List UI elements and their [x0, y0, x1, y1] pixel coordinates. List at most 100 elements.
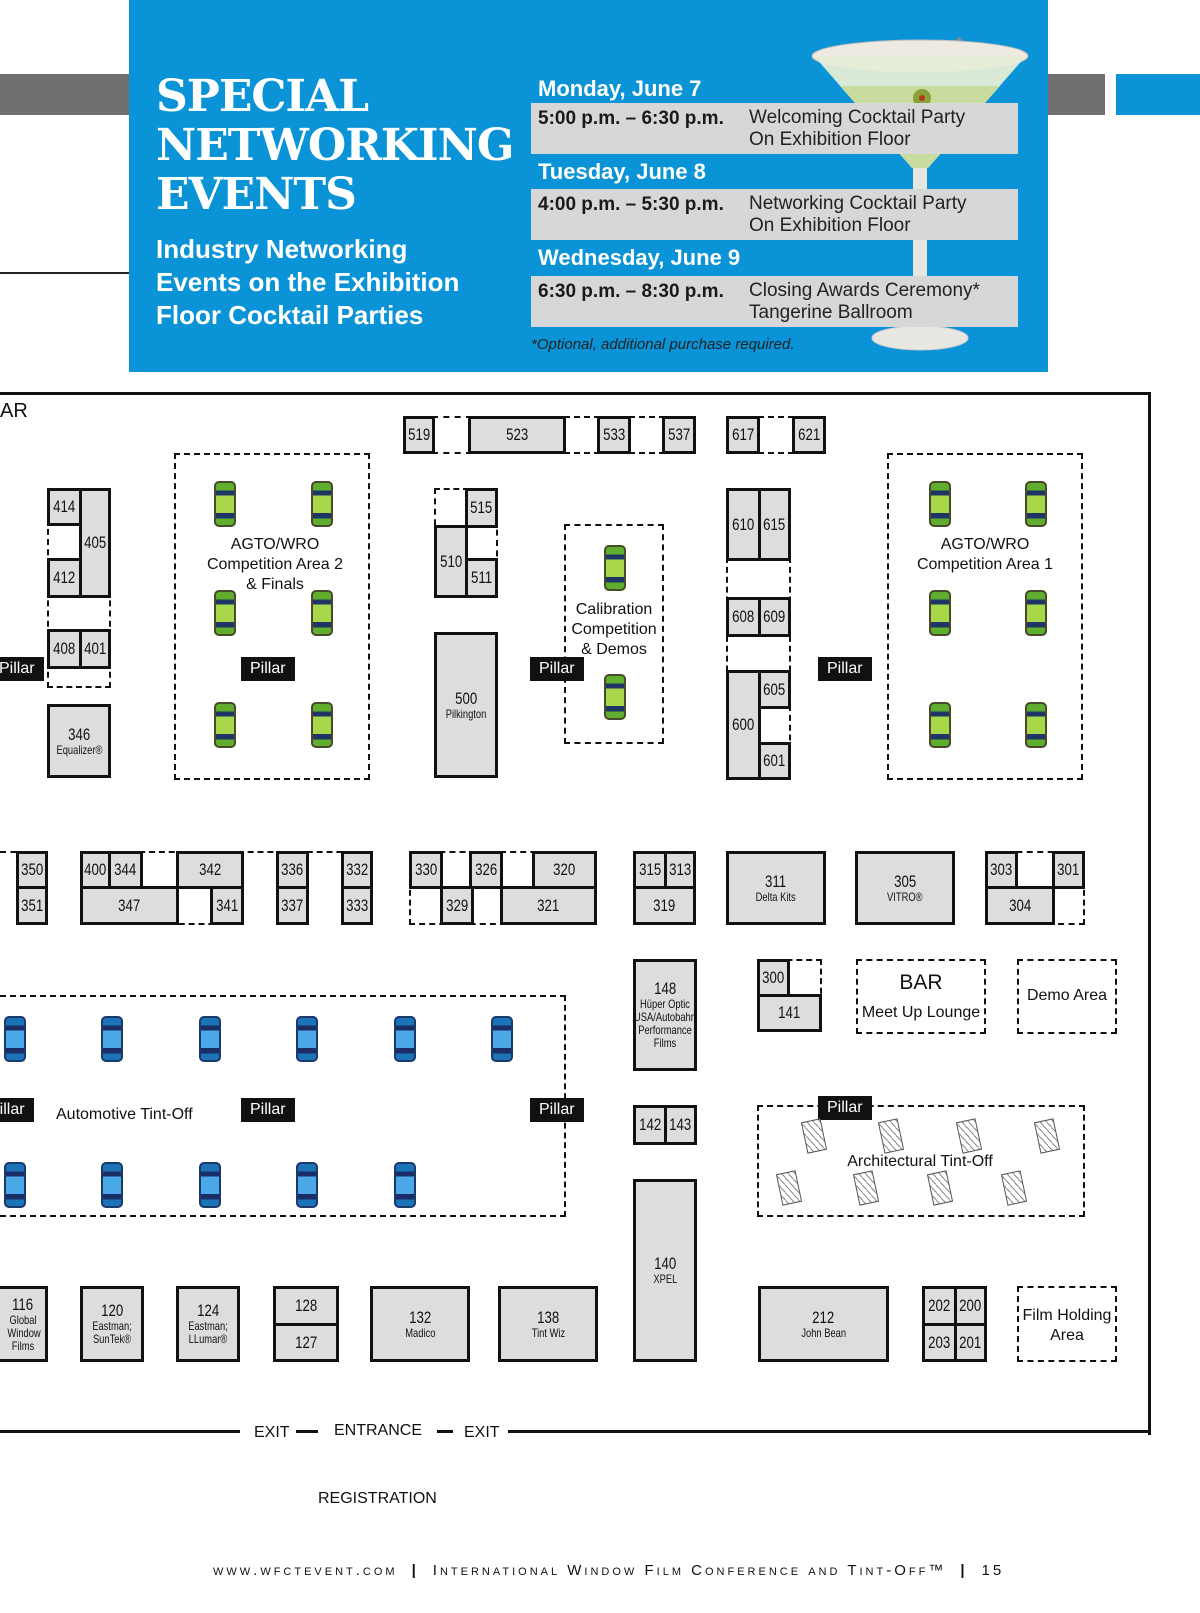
booth-300[interactable]: 300: [757, 959, 790, 997]
booth-511[interactable]: 511: [465, 558, 498, 598]
booth-203[interactable]: 203: [922, 1323, 957, 1362]
booth-329[interactable]: 329: [440, 886, 474, 925]
booth-320[interactable]: 320: [532, 851, 597, 889]
booth-number: 510: [439, 551, 463, 571]
entrance-label[interactable]: ENTRANCE: [334, 1422, 423, 1439]
agto-competition-area-1[interactable]: [887, 453, 1083, 780]
registration-label: REGISTRATION: [318, 1490, 437, 1507]
booth-515[interactable]: 515: [465, 488, 498, 528]
booth-609[interactable]: 609: [758, 597, 791, 637]
booth-600[interactable]: 600: [726, 670, 761, 780]
booth-304[interactable]: 304: [985, 886, 1055, 925]
car-icon: [4, 1016, 26, 1062]
booth-319[interactable]: 319: [633, 886, 696, 925]
booth-519[interactable]: 519: [403, 416, 435, 454]
booth-315[interactable]: 315: [633, 851, 667, 889]
demo-area[interactable]: [1017, 959, 1117, 1034]
booth-330[interactable]: 330: [409, 851, 443, 889]
open-space: [758, 416, 794, 454]
booth-128[interactable]: 128: [273, 1286, 339, 1326]
car-icon: [311, 481, 333, 527]
booth-351[interactable]: 351: [16, 886, 48, 925]
booth-333[interactable]: 333: [341, 886, 373, 925]
booth-412[interactable]: 412: [47, 558, 82, 598]
booth-301[interactable]: 301: [1052, 851, 1085, 889]
booth-number: 303: [990, 860, 1013, 879]
title-line: EVENTS: [156, 169, 357, 220]
booth-number: 341: [215, 895, 239, 915]
architectural-tint-off-area[interactable]: [757, 1105, 1085, 1217]
exhibitor-name: Hüper Optic USA/Autobahn Performance Fil…: [634, 997, 696, 1050]
booth-615[interactable]: 615: [758, 488, 791, 561]
calibration-area[interactable]: [564, 524, 664, 744]
booth-303[interactable]: 303: [985, 851, 1018, 889]
booth-601[interactable]: 601: [758, 742, 791, 780]
film-holding-area[interactable]: [1017, 1286, 1117, 1362]
booth-523[interactable]: 523: [468, 416, 566, 454]
booth-405[interactable]: 405: [79, 488, 111, 598]
booth-350[interactable]: 350: [16, 851, 48, 889]
car-icon: [929, 590, 951, 636]
bar-meet-up-lounge[interactable]: [856, 959, 986, 1034]
booth-201[interactable]: 201: [954, 1323, 987, 1362]
booth-332[interactable]: 332: [341, 851, 373, 889]
footer-url[interactable]: www.wfctevent.com: [213, 1562, 398, 1579]
booth-605[interactable]: 605: [758, 670, 791, 709]
event-location: On Exhibition Floor: [749, 215, 911, 236]
booth-617[interactable]: 617: [726, 416, 760, 454]
booth-number: 537: [667, 425, 691, 444]
booth-537[interactable]: 537: [662, 416, 696, 454]
booth-533[interactable]: 533: [597, 416, 631, 454]
event-time: 4:00 p.m. – 5:30 p.m.: [538, 194, 724, 215]
booth-401[interactable]: 401: [79, 629, 111, 669]
booth-400[interactable]: 400: [80, 851, 111, 889]
car-icon: [1025, 481, 1047, 527]
booth-610[interactable]: 610: [726, 488, 761, 561]
open-space: [629, 416, 665, 454]
event-row: 4:00 p.m. – 5:30 p.m. Networking Cocktai…: [531, 189, 1018, 240]
booth-326[interactable]: 326: [469, 851, 503, 889]
booth-141[interactable]: 141: [757, 994, 822, 1032]
booth-200[interactable]: 200: [954, 1286, 987, 1326]
pillar-marker: Pillar: [818, 657, 872, 681]
decorative-gray-bar: [1048, 74, 1105, 115]
agto-competition-area-2[interactable]: [174, 453, 370, 780]
booth-336[interactable]: 336: [276, 851, 309, 889]
booth-number: 319: [653, 895, 676, 915]
booth-number: 523: [505, 425, 529, 444]
booth-127[interactable]: 127: [273, 1323, 339, 1362]
booth-143[interactable]: 143: [664, 1105, 697, 1145]
pillar-marker: Pillar: [0, 657, 44, 681]
booth-608[interactable]: 608: [726, 597, 761, 637]
booth-414[interactable]: 414: [47, 488, 82, 526]
subtitle-line: Floor Cocktail Parties: [156, 300, 424, 330]
booth-202[interactable]: 202: [922, 1286, 957, 1326]
booth-408[interactable]: 408: [47, 629, 82, 669]
booth-337[interactable]: 337: [276, 886, 309, 925]
exit-label[interactable]: EXIT: [464, 1424, 500, 1441]
booth-number: 127: [294, 1332, 318, 1352]
exhibitor-name: Madico: [404, 1325, 436, 1340]
exit-label[interactable]: EXIT: [254, 1424, 290, 1441]
booth-510[interactable]: 510: [434, 525, 468, 598]
booth-142[interactable]: 142: [633, 1105, 667, 1145]
booth-321[interactable]: 321: [500, 886, 597, 925]
booth-number: 300: [762, 968, 785, 987]
area-label-line: Competition: [571, 621, 657, 638]
booth-313[interactable]: 313: [664, 851, 696, 889]
booth-621[interactable]: 621: [792, 416, 826, 454]
booth-number: 346: [67, 724, 91, 744]
booth-341[interactable]: 341: [210, 886, 244, 925]
